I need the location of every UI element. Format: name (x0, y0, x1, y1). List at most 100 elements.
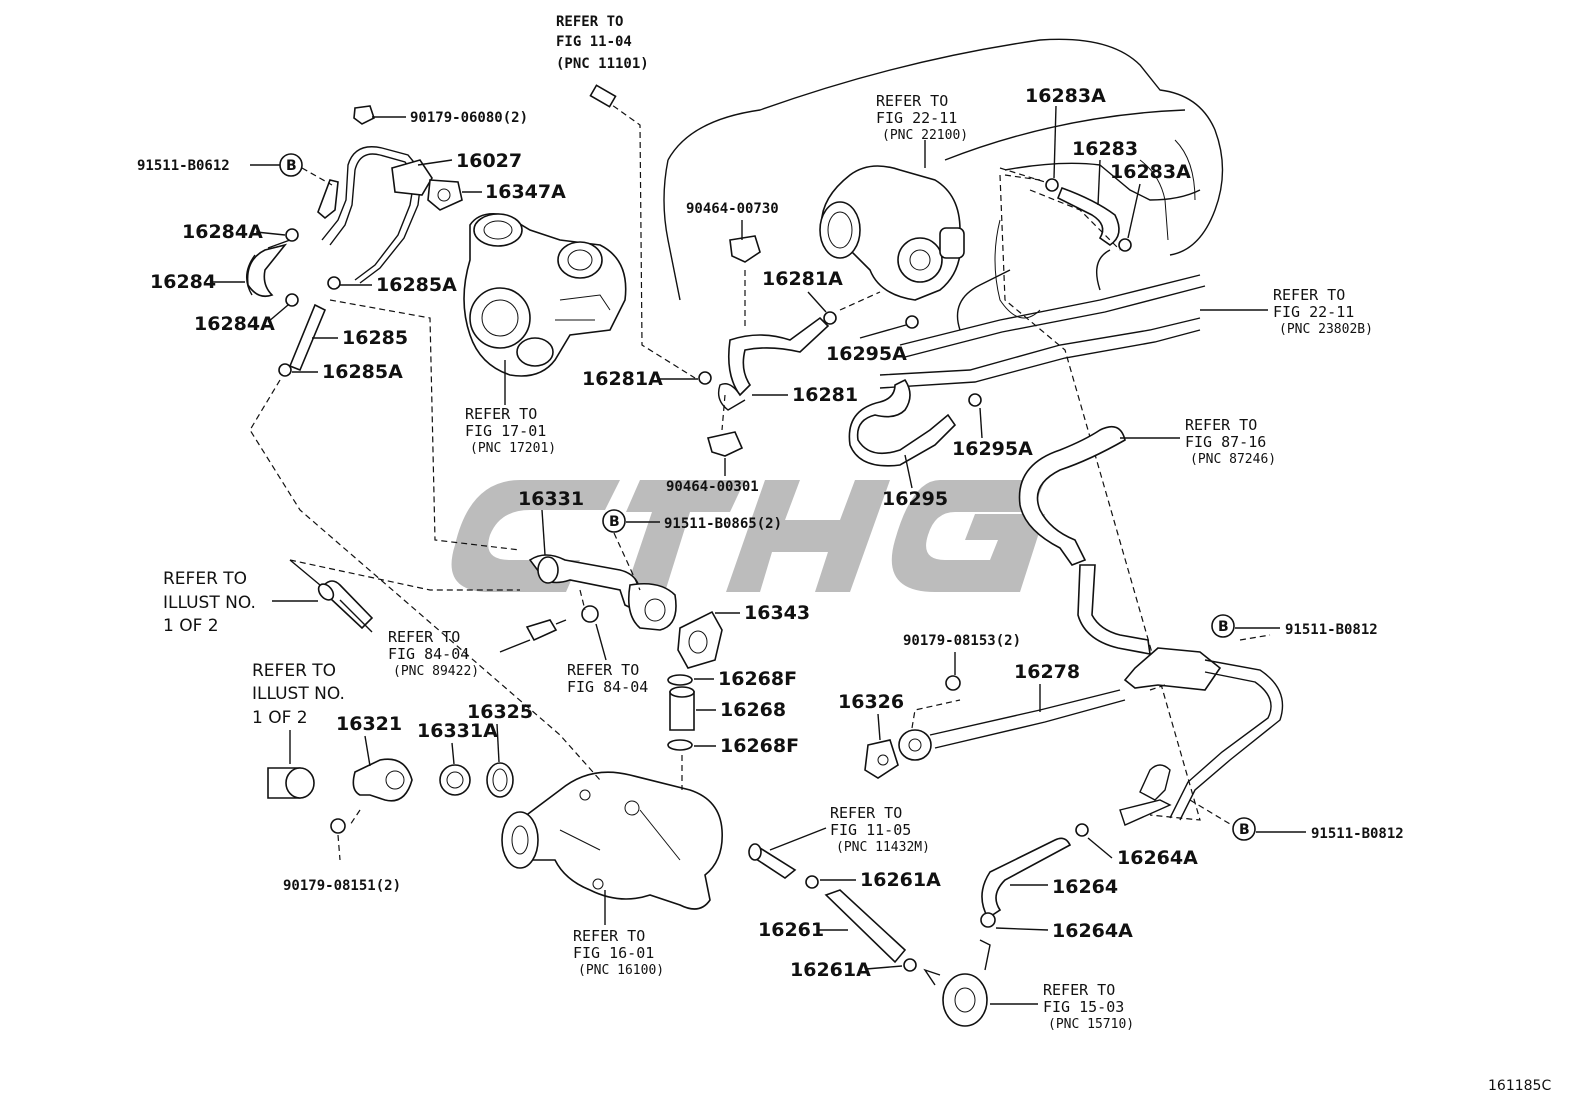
part-16295: 16295 (882, 488, 948, 510)
ref-line1: REFER TO (1273, 286, 1345, 304)
ref-fig-11-04: REFER TO FIG 11-04 (PNC 11101) (556, 14, 649, 72)
svg-text:B: B (609, 514, 620, 530)
part-16284a-bottom: 16284A (194, 313, 275, 335)
ref-line2: FIG 15-03 (1043, 998, 1124, 1016)
ref-line1: REFER TO (252, 661, 336, 681)
part-16284a-top: 16284A (182, 221, 263, 243)
part-16278: 16278 (1014, 661, 1080, 683)
ref-line1: REFER TO (163, 569, 247, 589)
part-16284: 16284 (150, 271, 216, 293)
ref-line2: FIG 84-04 (388, 645, 469, 663)
part-16283: 16283 (1072, 138, 1138, 160)
bolt-b-symbol: B (1211, 614, 1235, 638)
part-16268f-top: 16268F (718, 668, 797, 690)
ref-line1: REFER TO (830, 804, 902, 822)
ref-line3: (PNC 11101) (556, 56, 649, 72)
part-16264a-top: 16264A (1117, 847, 1198, 869)
fastener-90179-08153: 90179-08153(2) (903, 633, 1021, 649)
part-16264a-bottom: 16264A (1052, 920, 1133, 942)
ref-line1: REFER TO (465, 405, 537, 423)
part-16283a-top: 16283A (1025, 85, 1106, 107)
svg-text:B: B (286, 158, 297, 174)
ref-line3: (PNC 23802B) (1279, 322, 1373, 337)
part-16285a-bottom: 16285A (322, 361, 403, 383)
throttle-body (819, 165, 965, 301)
part-16281a-left: 16281A (582, 368, 663, 390)
ref-line2: FIG 22-11 (876, 109, 957, 127)
oil-cooler (923, 939, 991, 1027)
ref-line1: REFER TO (388, 628, 460, 646)
ref-line2: FIG 22-11 (1273, 303, 1354, 321)
ref-line1: REFER TO (1043, 981, 1115, 999)
part-16281a-top: 16281A (762, 268, 843, 290)
part-16331: 16331 (518, 488, 584, 510)
ref-line3: (PNC 16100) (578, 963, 664, 978)
ref-fig-15-03: REFER TO FIG 15-03 (PNC 15710) (1043, 981, 1134, 1032)
part-16261a-bottom: 16261A (790, 959, 871, 981)
water-pump (501, 771, 723, 910)
bolt-b-symbol: B (279, 153, 303, 177)
ref-line3: 1 OF 2 (252, 708, 308, 728)
ref-fig-11-05: REFER TO FIG 11-05 (PNC 11432M) (830, 804, 930, 855)
fastener-91511-b0812-top: 91511-B0812 (1285, 622, 1378, 638)
part-16326: 16326 (838, 691, 904, 713)
part-16285: 16285 (342, 327, 408, 349)
ref-line1: REFER TO (556, 14, 623, 30)
ref-line1: REFER TO (573, 927, 645, 945)
ref-line3: (PNC 89422) (393, 664, 479, 679)
fastener-91511-b0612: 91511-B0612 (137, 158, 230, 174)
turbocharger (463, 212, 627, 377)
part-16295a-top: 16295A (826, 343, 907, 365)
ref-line3: (PNC 17201) (470, 441, 556, 456)
part-16261a-top: 16261A (860, 869, 941, 891)
part-16283a-right: 16283A (1110, 161, 1191, 183)
part-16261: 16261 (758, 919, 824, 941)
svg-text:B: B (1239, 822, 1250, 838)
part-16325: 16325 (467, 701, 533, 723)
ref-line1: REFER TO (567, 661, 639, 679)
ref-fig-84-04-gasket: REFER TO FIG 84-04 (567, 661, 648, 696)
ref-line2: FIG 16-01 (573, 944, 654, 962)
ref-line2: ILLUST NO. (163, 593, 256, 613)
ref-line1: REFER TO (876, 92, 948, 110)
ref-line1: REFER TO (1185, 416, 1257, 434)
bolt-b-symbol: B (1232, 817, 1256, 841)
part-16295a-bottom: 16295A (952, 438, 1033, 460)
ref-fig-87-16: REFER TO FIG 87-16 (PNC 87246) (1185, 416, 1276, 467)
part-16264: 16264 (1052, 876, 1118, 898)
part-16343: 16343 (744, 602, 810, 624)
bolt-b-symbol: B (602, 509, 626, 533)
ref-fig-22-11-pipe: REFER TO FIG 22-11 (PNC 23802B) (1273, 286, 1373, 337)
bracket-91511-b0612 (317, 179, 339, 220)
ref-fig-16-01: REFER TO FIG 16-01 (PNC 16100) (573, 927, 664, 978)
part-16268: 16268 (720, 699, 786, 721)
ref-line3: (PNC 87246) (1190, 452, 1276, 467)
drawing-number: 161185C (1488, 1078, 1551, 1094)
ref-line2: ILLUST NO. (252, 684, 345, 704)
part-16331a: 16331A (417, 720, 498, 742)
ref-line2: FIG 87-16 (1185, 433, 1266, 451)
fastener-90464-00730: 90464-00730 (686, 201, 779, 217)
ref-line2: FIG 11-05 (830, 821, 911, 839)
ref-fig-22-11-throttle: REFER TO FIG 22-11 (PNC 22100) (876, 92, 968, 143)
ref-line3: 1 OF 2 (163, 616, 219, 636)
ref-line3: (PNC 11432M) (836, 840, 930, 855)
fastener-90179-06080: 90179-06080(2) (410, 110, 528, 126)
ref-line2: FIG 17-01 (465, 422, 546, 440)
ref-line2: FIG 84-04 (567, 678, 648, 696)
ref-line3: (PNC 15710) (1048, 1017, 1134, 1032)
ref-fig-17-01: REFER TO FIG 17-01 (PNC 17201) (465, 405, 556, 456)
ref-illust-1-of-2-lower: REFER TO ILLUST NO. 1 OF 2 (252, 661, 345, 728)
fastener-91511-b0812-bottom: 91511-B0812 (1311, 826, 1404, 842)
svg-text:B: B (1218, 619, 1229, 635)
fastener-90464-00301: 90464-00301 (666, 479, 759, 495)
fastener-90179-08151: 90179-08151(2) (283, 878, 401, 894)
part-16268f-bottom: 16268F (720, 735, 799, 757)
ref-fig-84-04-sender: REFER TO FIG 84-04 (PNC 89422) (388, 628, 479, 679)
part-16281: 16281 (792, 384, 858, 406)
fastener-91511-b0865: 91511-B0865(2) (664, 516, 782, 532)
part-16285a-top: 16285A (376, 274, 457, 296)
ref-illust-1-of-2-upper: REFER TO ILLUST NO. 1 OF 2 (163, 569, 256, 636)
ref-line2: FIG 11-04 (556, 34, 632, 50)
